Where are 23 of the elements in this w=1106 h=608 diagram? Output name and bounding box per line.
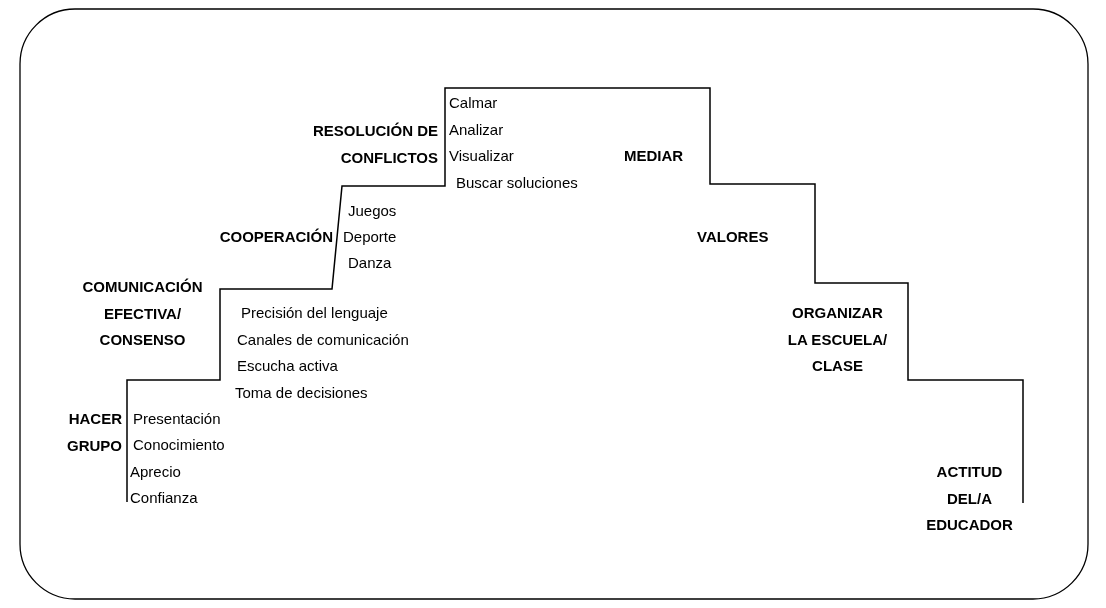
step-item: Toma de decisiones xyxy=(235,383,368,403)
step-heading: MEDIAR xyxy=(624,146,684,166)
step-item: Aprecio xyxy=(130,462,181,482)
step-item: Buscar soluciones xyxy=(456,173,578,193)
step-item: Calmar xyxy=(449,93,498,113)
step-item: Canales de comunicación xyxy=(237,330,409,350)
step-item: Juegos xyxy=(348,201,397,221)
step-heading: COOPERACIÓN xyxy=(218,227,333,247)
step-item: Confianza xyxy=(130,488,198,508)
step-item: Conocimiento xyxy=(133,435,225,455)
step-item: Presentación xyxy=(133,409,221,429)
step-heading: ORGANIZAR LA ESCUELA/ CLASE xyxy=(786,303,889,376)
step-item: Visualizar xyxy=(449,146,514,166)
step-heading: COMUNICACIÓN EFECTIVA/ CONSENSO xyxy=(81,277,204,350)
step-heading: ACTITUD DEL/A EDUCADOR xyxy=(925,462,1014,535)
step-item: Precisión del lenguaje xyxy=(241,303,388,323)
step-heading: RESOLUCIÓN DE CONFLICTOS xyxy=(312,121,438,168)
step-item: Deporte xyxy=(343,227,397,247)
step-heading: VALORES xyxy=(697,227,769,247)
step-item: Danza xyxy=(348,253,392,273)
step-heading: HACER GRUPO xyxy=(66,409,122,456)
step-item: Analizar xyxy=(449,120,504,140)
step-item: Escucha activa xyxy=(237,356,338,376)
